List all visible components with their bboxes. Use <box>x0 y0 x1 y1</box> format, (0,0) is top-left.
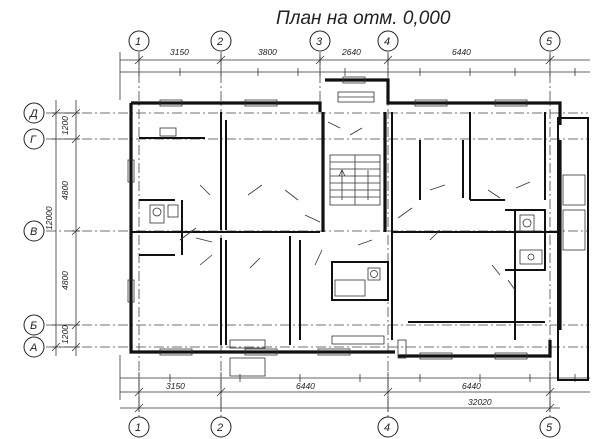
dim-left-2: 4800 <box>60 181 70 200</box>
svg-text:4: 4 <box>384 36 390 48</box>
svg-text:Г: Г <box>30 134 37 146</box>
top-dimension-chain <box>119 52 590 100</box>
dim-bottom-3: 6440 <box>462 381 481 391</box>
svg-text:В: В <box>30 226 37 238</box>
dim-left-4: 1200 <box>60 325 70 344</box>
dim-top-1: 3150 <box>170 47 189 57</box>
interior-walls <box>131 112 560 345</box>
dim-top-2: 3800 <box>258 47 277 57</box>
dim-top-3: 2640 <box>341 47 361 57</box>
axis-bubble-col-4-bottom: 4 <box>377 416 399 438</box>
axis-bubble-col-5-top: 5 <box>539 30 561 52</box>
axis-bubble-col-3-top: 3 <box>309 30 331 52</box>
axis-bubble-col-1-bottom: 1 <box>128 416 150 438</box>
bottom-dimension-chain <box>119 355 590 413</box>
svg-text:4: 4 <box>384 422 390 434</box>
stairwell <box>329 91 381 206</box>
axis-bubble-row-a: А <box>23 336 45 358</box>
axis-bubble-col-1-top: 1 <box>128 30 150 52</box>
dim-top-4: 6440 <box>452 47 471 57</box>
svg-text:5: 5 <box>546 422 553 434</box>
windows <box>127 76 528 360</box>
dim-left-total: 12000 <box>44 206 54 230</box>
dim-total: 32020 <box>468 397 492 407</box>
dim-left-3: 4800 <box>60 271 70 290</box>
svg-text:5: 5 <box>546 36 553 48</box>
axis-bubble-col-2-bottom: 2 <box>210 416 232 438</box>
left-dimension-chain <box>51 100 81 356</box>
axis-bubble-col-4-top: 4 <box>377 30 399 52</box>
axis-bubble-col-5-bottom: 5 <box>539 416 561 438</box>
column-axis-lines <box>138 55 551 418</box>
axis-bubble-row-g: Г <box>23 128 45 150</box>
axis-bubble-row-b: Б <box>23 314 45 336</box>
fixtures <box>149 127 543 297</box>
dim-left-1: 1200 <box>60 116 70 135</box>
svg-text:Б: Б <box>30 320 37 332</box>
axis-bubble-row-v: В <box>23 220 45 242</box>
svg-text:3: 3 <box>316 36 323 48</box>
axis-bubble-col-2-top: 2 <box>210 30 232 52</box>
exterior-walls <box>129 78 589 381</box>
dim-bottom-2: 6440 <box>296 381 315 391</box>
door-swings <box>179 121 531 291</box>
svg-text:1: 1 <box>135 422 141 434</box>
row-axis-lines <box>46 112 588 348</box>
svg-text:1: 1 <box>135 36 141 48</box>
svg-text:А: А <box>29 342 37 354</box>
axis-bubble-row-d: Д <box>23 102 45 124</box>
svg-text:2: 2 <box>216 36 223 48</box>
svg-text:Д: Д <box>28 108 38 120</box>
svg-text:2: 2 <box>216 422 223 434</box>
wall-openings <box>229 335 407 377</box>
dim-bottom-1: 3150 <box>166 381 185 391</box>
plan-title: План на отм. 0,000 <box>276 8 451 29</box>
